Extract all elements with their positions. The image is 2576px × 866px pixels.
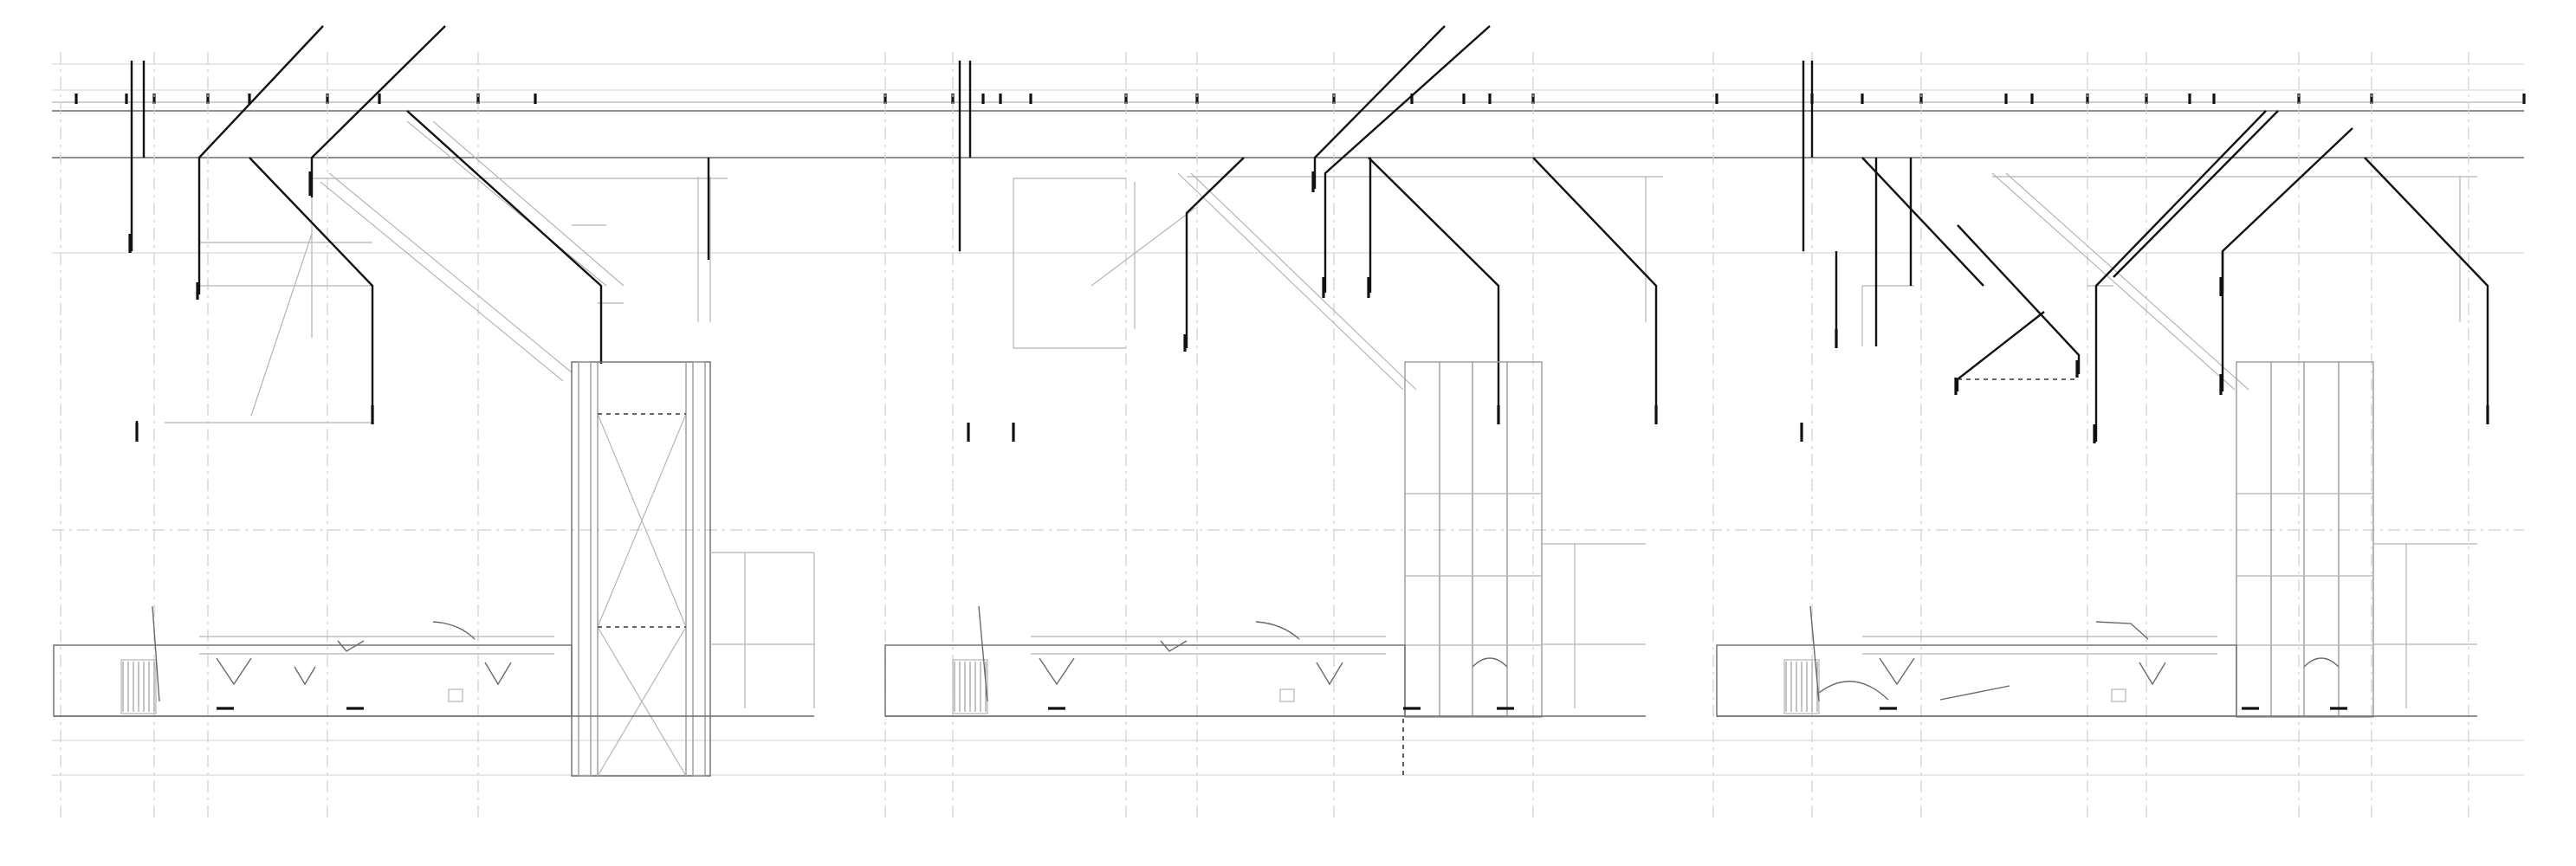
- section-c-ground-floor: [1716, 605, 2477, 717]
- section-b-structure-outline: [959, 61, 1663, 391]
- section-b-tower: [1402, 361, 1646, 779]
- section-c-hatch: [1785, 662, 1818, 712]
- section-c-structure-outline: [1803, 61, 2477, 391]
- section-c-leader-lines: [1800, 61, 2489, 443]
- section-b: [884, 25, 1663, 779]
- section-a: [53, 25, 815, 777]
- section-b-ground-floor: [884, 605, 1646, 717]
- section-c-tower: [2236, 361, 2477, 718]
- section-b-hatch: [954, 662, 987, 712]
- section-a-leader-lines: [128, 25, 710, 442]
- section-a-hatch: [122, 662, 155, 712]
- section-a-tower: [571, 361, 815, 777]
- section-a-structure-outline: [131, 61, 728, 423]
- horizontal-datum-lines: [52, 63, 2524, 776]
- vertical-grid-lines: [60, 52, 2469, 823]
- section-b-leader-lines: [958, 25, 1658, 442]
- section-a-ground-floor: [53, 605, 814, 717]
- section-c: [1716, 61, 2489, 718]
